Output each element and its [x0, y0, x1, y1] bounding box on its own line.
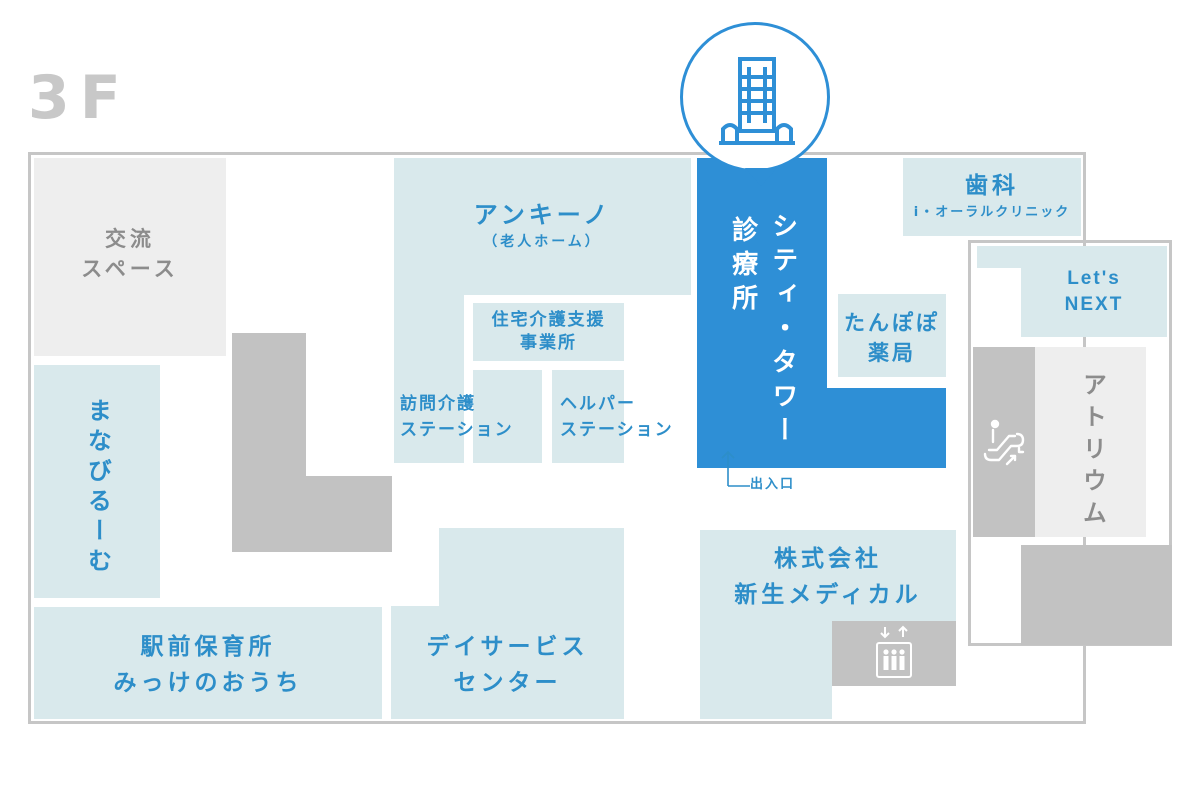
- city-tower-text: シティ・タワー: [767, 212, 798, 450]
- helper-label: ヘルパー ステーション: [560, 394, 674, 440]
- lets-next[interactable]: [1021, 246, 1167, 337]
- shinsei-label: 株式会社 新生メディカル: [734, 546, 922, 608]
- tanpopo-label: たんぽぽ 薬局: [844, 311, 940, 366]
- city-tower-clinic-wing[interactable]: [827, 388, 946, 468]
- houmon-label: 訪問介護 ステーション: [400, 394, 514, 440]
- entrance-label: 出入口: [750, 477, 796, 492]
- atrium-label: アトリウム: [1070, 372, 1114, 539]
- escalator-icon: [983, 419, 1025, 466]
- day-service-bottom[interactable]: [391, 606, 624, 719]
- jutaku-label: 住宅介護支援 事業所: [491, 310, 606, 353]
- manabi-text: まなびるーむ: [83, 398, 112, 578]
- dental-clinic[interactable]: [903, 158, 1081, 236]
- day-service-top[interactable]: [439, 528, 624, 608]
- dental-sub-label: i・オーラルクリニック: [913, 205, 1071, 220]
- manabi-label: まなびるーむ: [74, 398, 120, 585]
- atrium-text: アトリウム: [1078, 372, 1107, 532]
- shinryoujo-text: 診療所: [727, 216, 758, 318]
- dental-label: 歯科: [965, 173, 1019, 199]
- helper-station[interactable]: [552, 370, 624, 463]
- tower-badge: [680, 22, 830, 172]
- day-service-label: デイサービス センター: [426, 634, 589, 696]
- city-tower-label: シティ・タワー: [760, 212, 804, 458]
- structure-block-east: [1021, 545, 1172, 645]
- shinsei-gap: [832, 686, 956, 719]
- kouryu-space[interactable]: [34, 158, 226, 356]
- building-icon: [719, 57, 795, 145]
- city-tower-clinic[interactable]: [697, 158, 827, 468]
- ankino-left[interactable]: [394, 295, 464, 463]
- ankino-top[interactable]: [394, 158, 691, 295]
- atrium[interactable]: [1035, 347, 1146, 537]
- houmon-station[interactable]: [473, 370, 542, 463]
- ankino-label: アンキーノ: [473, 201, 612, 229]
- manabi-room[interactable]: [34, 365, 160, 598]
- elevator-icon: [876, 625, 912, 678]
- tanpopo-pharmacy[interactable]: [838, 294, 946, 377]
- ankino-sub-label: （老人ホーム）: [483, 234, 602, 250]
- jutaku-office[interactable]: [473, 303, 624, 361]
- kouryu-label: 交流 スペース: [81, 227, 179, 282]
- shinryoujo-label: 診療所: [720, 216, 764, 326]
- structure-block-l2: [232, 476, 392, 552]
- entrance-arrow-icon: [721, 450, 750, 487]
- eki-nursery[interactable]: [34, 607, 382, 719]
- badge-pointer: [745, 168, 777, 186]
- floor-label: 3F: [28, 63, 131, 133]
- eki-label: 駅前保育所 みっけのおうち: [113, 634, 303, 696]
- lets-next-label: Let's NEXT: [1064, 268, 1124, 315]
